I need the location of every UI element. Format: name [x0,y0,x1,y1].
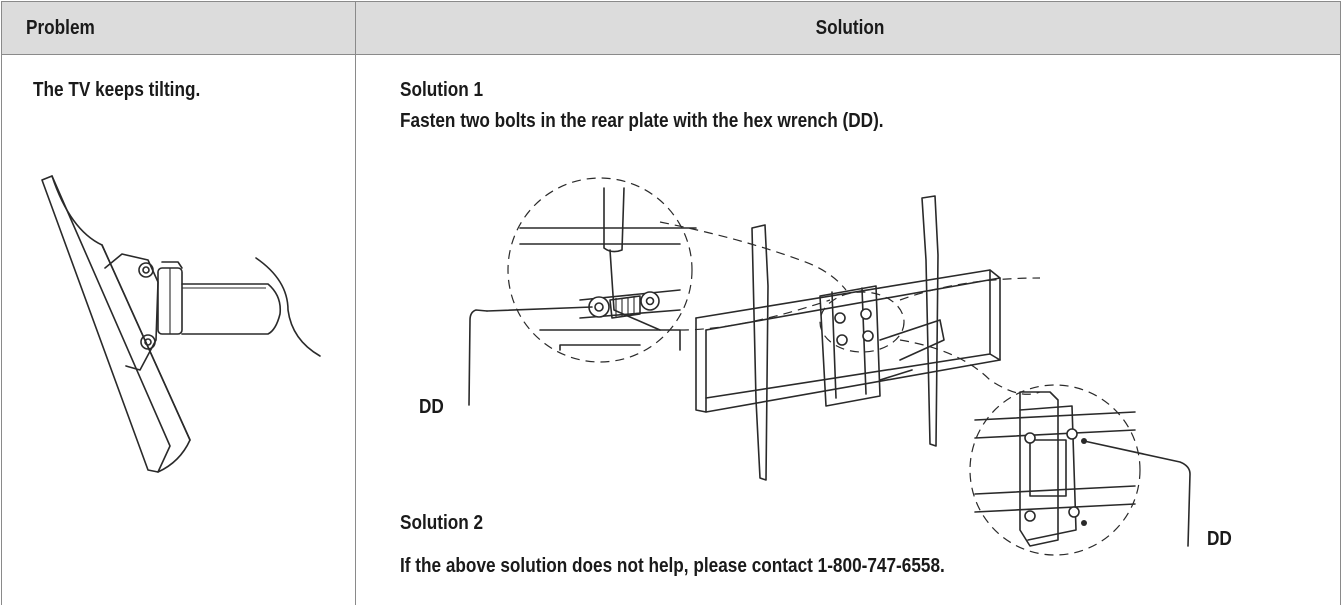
problem-description: The TV keeps tilting. [33,79,201,101]
solution-2-description: If the above solution does not help, ple… [400,555,945,577]
left-detail-view [519,187,697,351]
table-header-row: Problem Solution [2,1,1340,55]
tilted-tv-illustration [41,175,321,473]
hex-wrench-label-right: DD [1207,528,1232,550]
solution-2-title: Solution 2 [400,512,484,534]
solution-1-title: Solution 1 [400,79,484,101]
hex-wrench-label-left: DD [419,396,444,418]
header-problem: Problem [26,17,95,39]
solution-1-description: Fasten two bolts in the rear plate with … [400,110,884,132]
header-solution: Solution [815,17,884,39]
column-divider [355,1,356,605]
wall-mount-frame [695,195,1001,481]
right-detail-view [974,391,1136,547]
